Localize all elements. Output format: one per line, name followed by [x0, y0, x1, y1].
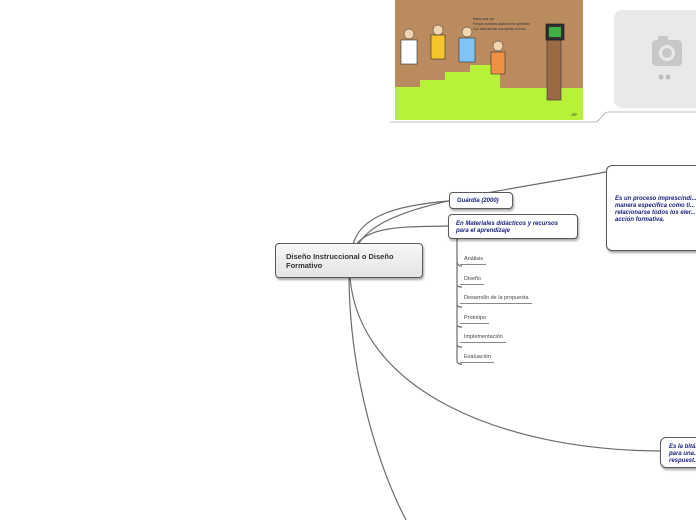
definition-node[interactable]: Es un proceso imprescindi... manera espe… — [606, 165, 696, 251]
step-analisis[interactable]: Análisis — [460, 256, 486, 265]
camera-icon — [652, 36, 682, 80]
bitacora-node[interactable]: Es la bitá... para una... respuest... — [660, 437, 696, 468]
step-prototipo[interactable]: Prototipo — [460, 315, 490, 324]
materiales-node[interactable]: En Materiales didácticos y recursos para… — [448, 214, 578, 239]
guardia-node[interactable]: Guárdia (2000) — [449, 192, 513, 209]
image-placeholder[interactable] — [614, 10, 696, 108]
caption-line-3: Con esta lección nos quedó a todos — [473, 27, 526, 31]
caption-line-2: Porque nuestros alumnos no aprenden — [473, 22, 530, 26]
caption-line-1: Había una vez — [473, 17, 495, 21]
step-diseno[interactable]: Diseño — [460, 276, 485, 285]
step-evaluacion[interactable]: Evaluación — [460, 354, 494, 363]
step-implementacion[interactable]: Implementación — [460, 334, 506, 343]
root-node[interactable]: Diseño Instruccional o Diseño Formativo — [275, 243, 423, 278]
cartoon-image: Había una vez Porque nuestros alumnos no… — [395, 0, 583, 120]
classroom-illustration: Había una vez Porque nuestros alumnos no… — [395, 0, 583, 120]
artist-signature: JRP — [571, 113, 578, 117]
step-desarrollo[interactable]: Desarrollo de la propuesta — [460, 295, 532, 304]
